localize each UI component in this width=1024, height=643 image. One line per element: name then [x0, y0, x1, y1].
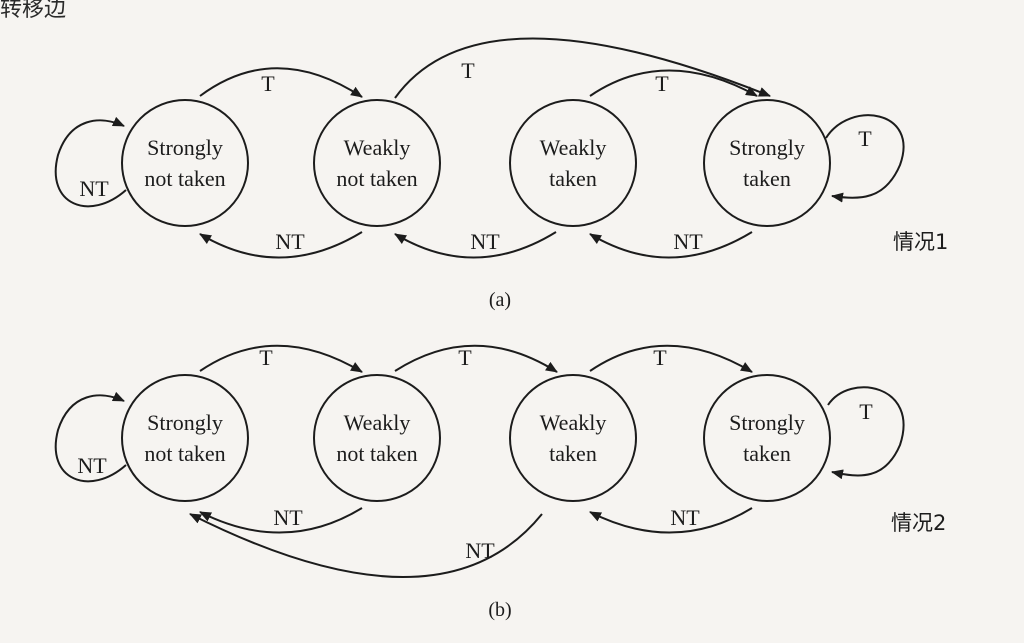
state-strongly-not-taken-a: Strongly not taken: [121, 99, 249, 227]
edge-label-t: T: [859, 399, 873, 424]
header-fragment: 转移边: [0, 0, 66, 22]
edge-t-b-2: [394, 344, 558, 373]
case-label-a: 情况1: [893, 230, 948, 254]
state-label-line1: Strongly: [147, 410, 223, 435]
state-weakly-not-taken-b: Weakly not taken: [313, 374, 441, 502]
edge-t-a-2: [394, 37, 771, 99]
edge-label-t: T: [458, 345, 472, 370]
edge-label-nt: NT: [77, 453, 107, 478]
state-label-line1: Strongly: [147, 135, 223, 160]
edge-label-t: T: [259, 345, 273, 370]
edge-label-nt: NT: [275, 229, 305, 254]
edge-nt-a-self: [54, 116, 127, 208]
state-strongly-not-taken-b: Strongly not taken: [121, 374, 249, 502]
edge-label-t: T: [653, 345, 667, 370]
edge-nt-a-1: [199, 231, 363, 259]
edge-t-b-self: [827, 386, 905, 480]
edge-label-nt: NT: [470, 229, 500, 254]
edge-nt-b-2: [189, 513, 543, 578]
state-label-line1: Strongly: [729, 135, 805, 160]
edge-t-b-1: [199, 344, 363, 373]
state-label-line1: Strongly: [729, 410, 805, 435]
state-label-line1: Weakly: [540, 410, 607, 435]
state-strongly-taken-b: Strongly taken: [703, 374, 831, 502]
state-label-line1: Weakly: [344, 135, 411, 160]
edge-label-nt: NT: [673, 229, 703, 254]
edge-t-b-3: [589, 344, 753, 373]
edge-label-t: T: [858, 126, 872, 151]
edge-nt-b-1: [199, 507, 363, 534]
edge-label-nt: NT: [273, 505, 303, 530]
state-label-line2: not taken: [336, 441, 417, 466]
state-strongly-taken-a: Strongly taken: [703, 99, 831, 227]
case-label-b: 情况2: [891, 511, 946, 535]
state-label-line2: taken: [549, 166, 597, 191]
edge-label-nt: NT: [465, 538, 495, 563]
edge-t-a-1: [199, 67, 363, 98]
state-label-line2: not taken: [144, 166, 225, 191]
state-label-line2: not taken: [144, 441, 225, 466]
caption-a: (a): [489, 289, 511, 311]
state-label-line2: taken: [743, 166, 791, 191]
state-weakly-taken-a: Weakly taken: [509, 99, 637, 227]
state-label-line2: taken: [549, 441, 597, 466]
edge-nt-a-2: [394, 231, 557, 259]
edge-label-t: T: [655, 71, 669, 96]
edge-nt-a-3: [589, 231, 753, 259]
edge-nt-b-self: [54, 391, 127, 483]
edge-t-a-self: [825, 114, 905, 203]
diagram-b: Strongly not taken Weakly not taken Weak…: [54, 344, 946, 621]
edge-label-t: T: [261, 71, 275, 96]
caption-b: (b): [488, 599, 511, 621]
edge-nt-b-3: [589, 507, 753, 534]
edge-t-a-3: [589, 69, 758, 97]
state-label-line1: Weakly: [344, 410, 411, 435]
state-label-line2: taken: [743, 441, 791, 466]
state-weakly-not-taken-a: Weakly not taken: [313, 99, 441, 227]
state-label-line2: not taken: [336, 166, 417, 191]
edge-label-nt: NT: [79, 176, 109, 201]
edge-label-t: T: [461, 58, 475, 83]
edge-label-nt: NT: [670, 505, 700, 530]
state-label-line1: Weakly: [540, 135, 607, 160]
diagram-a: Strongly not taken Weakly not taken Weak…: [54, 37, 948, 311]
state-weakly-taken-b: Weakly taken: [509, 374, 637, 502]
